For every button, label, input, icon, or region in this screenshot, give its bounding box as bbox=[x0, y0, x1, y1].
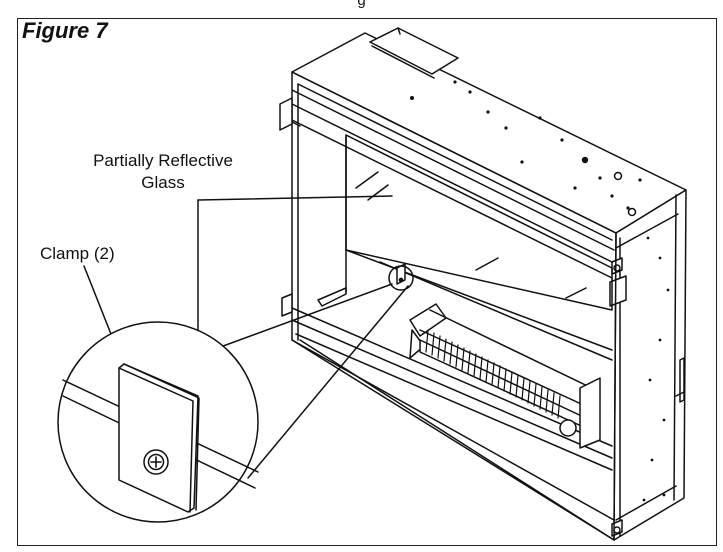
zoom-line-lower bbox=[247, 285, 409, 479]
glass-callout-line1: Partially Reflective bbox=[93, 151, 233, 170]
figure-frame bbox=[17, 18, 717, 546]
figure-title: Figure 7 bbox=[22, 18, 108, 43]
top-vent-box bbox=[369, 27, 459, 75]
glass-callout: Partially Reflective Glass bbox=[58, 150, 268, 194]
glass-callout-line2: Glass bbox=[141, 173, 185, 192]
header-text-fragment: g bbox=[357, 0, 366, 9]
glass-leader-line-2 bbox=[197, 195, 393, 201]
clamp-callout: Clamp (2) bbox=[40, 244, 115, 263]
